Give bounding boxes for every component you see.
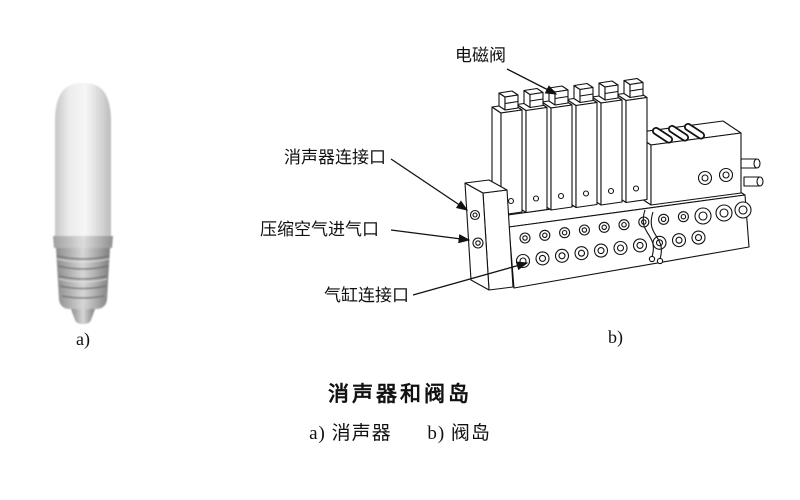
silencer-illustration — [53, 83, 113, 324]
label-silencer-port: 消声器连接口 — [284, 148, 386, 167]
silencer-photo-panel — [38, 78, 128, 328]
silencer-tip — [71, 309, 95, 324]
subcaption-a: a) 消声器 — [309, 423, 392, 444]
silencer-shape-group — [53, 83, 113, 324]
thread-ridges — [56, 255, 110, 299]
side-studs — [740, 158, 764, 187]
label-solenoid-valve: 电磁阀 — [455, 46, 506, 65]
figure-caption-title: 消声器和阀岛 — [328, 382, 472, 406]
subcaption-b: b) 阀岛 — [427, 423, 491, 444]
valve-island-panel — [445, 75, 775, 305]
figure-subcaption: a) 消声器 b) 阀岛 — [0, 424, 800, 443]
right-large-fittings — [694, 201, 752, 225]
silencer-filter-body — [55, 83, 111, 236]
panel-a-letter: a) — [76, 329, 90, 349]
thread-highlights — [56, 258, 110, 283]
end-plate-left — [464, 179, 514, 291]
solenoid-valves-group — [491, 77, 648, 216]
panel-b-letter: b) — [608, 327, 623, 347]
valve-island-illustration — [464, 77, 764, 291]
solenoid-valve-unit — [491, 90, 523, 216]
end-connection-block — [632, 120, 764, 206]
wiring-cables — [642, 209, 664, 265]
upper-port-row — [519, 211, 689, 244]
silencer-collar — [53, 236, 113, 248]
block-connectors — [697, 167, 734, 186]
label-air-inlet: 压缩空气进气口 — [260, 220, 379, 239]
label-cylinder-port: 气缸连接口 — [324, 286, 409, 305]
vent-slots — [652, 123, 705, 144]
